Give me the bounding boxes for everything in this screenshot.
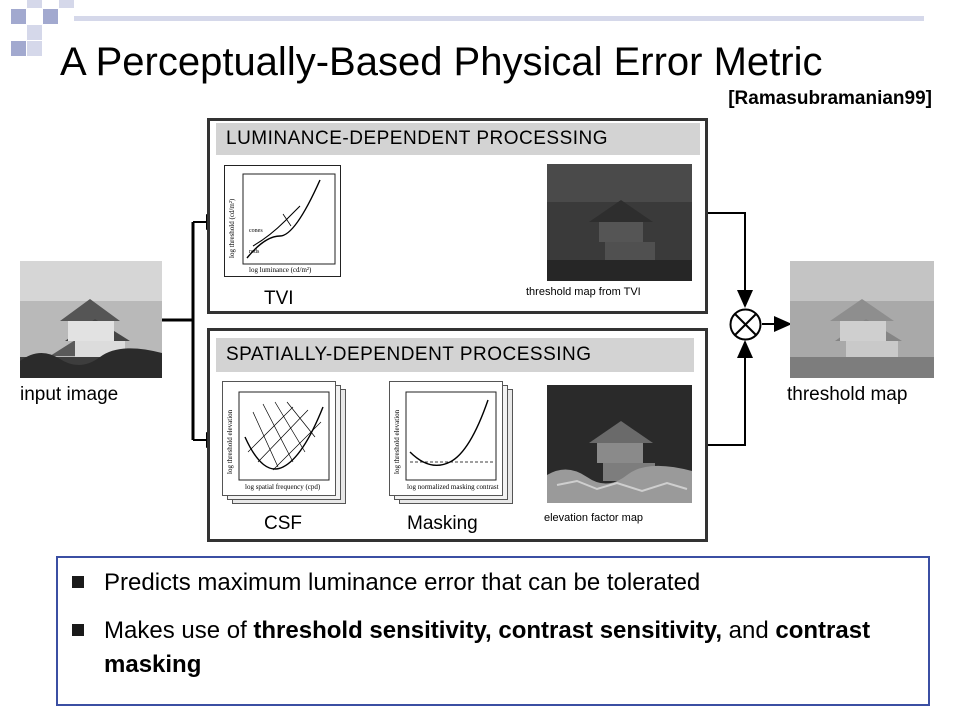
tvi-annotation-cones: cones [249,228,263,234]
bold-phrase: threshold sensitivity, contrast sensitiv… [253,617,722,644]
spatial-heading: SPATIALLY-DEPENDENT PROCESSING [216,338,694,372]
tvi-label: TVI [264,288,294,309]
tvi-annotation-rods: rods [249,249,260,255]
masking-ylabel: log threshold elevation [393,409,401,474]
bullet-2-text: Makes use of threshold sensitivity, cont… [104,614,904,682]
output-label: threshold map [787,384,908,405]
deco-square-6 [11,41,26,56]
deco-square-7 [27,41,42,56]
bold-phrase: contrast masking [104,617,871,678]
deco-square-1 [11,9,26,24]
input-image-label: input image [20,384,119,405]
deco-square-5 [27,25,42,40]
slide-title: A Perceptually-Based Physical Error Metr… [60,40,823,84]
bullet-square-icon [72,576,84,588]
masking-xlabel: log normalized masking contrast [407,483,499,491]
elevation-map-label: elevation factor map [544,512,644,524]
csf-plot: log threshold elevation log spatial freq… [222,381,336,496]
tvi-xlabel: log luminance (cd/m²) [249,266,312,274]
deco-bar [74,16,924,21]
bullet-1-text: Predicts maximum luminance error that ca… [104,566,904,600]
text-run: Makes use of [104,617,254,644]
csf-label: CSF [264,513,302,534]
tvi-ylabel: log threshold (cd/m²) [228,198,236,258]
citation: [Ramasubramanian99] [728,88,932,109]
csf-plot-stack: log threshold elevation log spatial freq… [222,381,348,506]
tvi-map-label: threshold map from TVI [526,286,641,298]
csf-xlabel: log spatial frequency (cpd) [245,483,321,491]
summary-box: Predicts maximum luminance error that ca… [56,556,930,706]
input-image [20,261,162,378]
deco-square-2 [27,0,42,8]
tvi-threshold-map [547,164,692,281]
output-threshold-map [790,261,934,378]
deco-square-4 [59,0,74,8]
luminance-heading: LUMINANCE-DEPENDENT PROCESSING [216,123,700,155]
text-run: Predicts maximum luminance error that ca… [104,569,701,596]
masking-plot: log threshold elevation log normalized m… [389,381,503,496]
multiply-circle-icon [729,308,762,341]
deco-square-3 [43,9,58,24]
text-run: and [721,617,776,644]
csf-ylabel: log threshold elevation [226,409,234,474]
elevation-factor-map [547,385,692,503]
masking-plot-stack: log threshold elevation log normalized m… [389,381,515,506]
tvi-plot: log threshold (cd/m²) log luminance (cd/… [224,165,341,277]
bullet-square-icon [72,624,84,636]
masking-label: Masking [407,513,478,534]
